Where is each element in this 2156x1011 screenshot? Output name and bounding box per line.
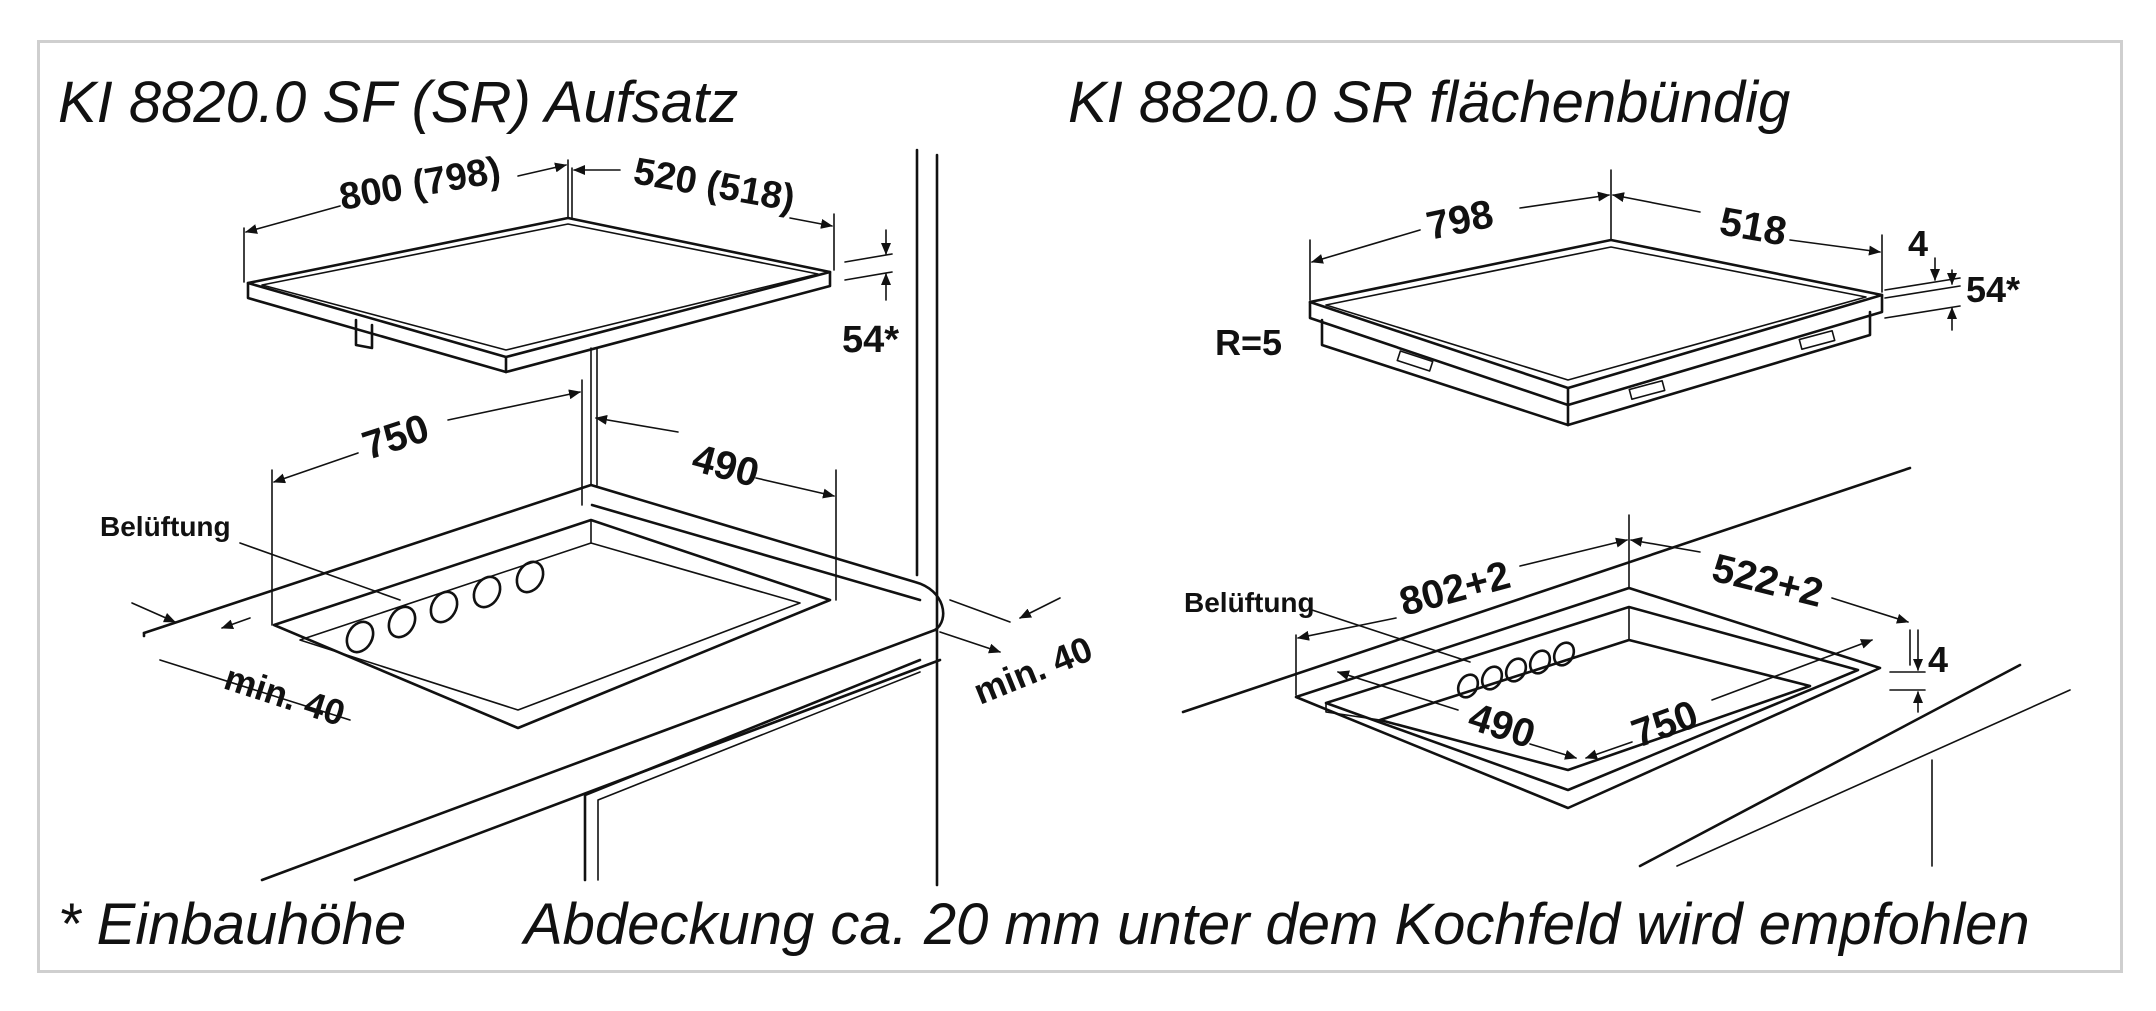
left-hob-top bbox=[246, 216, 832, 359]
right-hob-drawing bbox=[1308, 238, 1884, 427]
left-hob-depth-label: 520 (518) bbox=[630, 151, 797, 221]
diagram-frame bbox=[37, 40, 2123, 973]
left-ventilation-label: Belüftung bbox=[100, 511, 231, 542]
left-title: KI 8820.0 SF (SR) Aufsatz bbox=[58, 70, 738, 135]
right-hob-radius-label: R=5 bbox=[1215, 322, 1282, 363]
left-cutout-dimensions: 750 490 Belüftung min. 40 min. 40 bbox=[100, 379, 1098, 734]
right-cutout-depth-label: 522+2 bbox=[1708, 546, 1828, 616]
right-vent-holes bbox=[1456, 641, 1576, 699]
right-cutout-dimensions: Belüftung 802+2 522+2 4 490 750 bbox=[1184, 514, 1948, 760]
right-cutout-ledge bbox=[1324, 605, 1860, 792]
footnote-text: * Einbauhöhe bbox=[58, 892, 406, 957]
left-hob-width-label: 800 (798) bbox=[336, 149, 503, 219]
right-hob-depth-label: 518 bbox=[1716, 200, 1789, 255]
left-vent-holes bbox=[345, 560, 545, 654]
left-cutout bbox=[272, 518, 832, 730]
right-cutout-inner-width-label: 750 bbox=[1626, 692, 1704, 756]
left-cutout-depth-label: 490 bbox=[688, 436, 764, 496]
left-min-side-label: min. 40 bbox=[968, 628, 1098, 712]
right-hob-top bbox=[1308, 238, 1884, 390]
right-title: KI 8820.0 SR flächenbündig bbox=[1068, 70, 1790, 135]
left-worktop-front-edge bbox=[260, 628, 937, 882]
left-min-front-label: min. 40 bbox=[220, 657, 351, 734]
right-worktop-drawing bbox=[1181, 466, 2071, 868]
left-worktop-back-edge bbox=[142, 483, 945, 635]
right-hob-width-label: 798 bbox=[1423, 192, 1497, 249]
right-cutout-width-label: 802+2 bbox=[1395, 553, 1515, 625]
recommendation-text: Abdeckung ca. 20 mm unter dem Kochfeld w… bbox=[521, 892, 2030, 957]
right-hob-dimensions: 798 518 R=5 4 54* bbox=[1215, 169, 2020, 363]
left-hob-drawing bbox=[246, 216, 832, 374]
left-hob-height-label: 54* bbox=[842, 319, 899, 361]
left-hob-dimensions: 800 (798) 520 (518) 54* bbox=[243, 149, 899, 361]
right-ventilation-label: Belüftung bbox=[1184, 587, 1315, 618]
right-cutout-step-label: 4 bbox=[1928, 639, 1948, 680]
right-hob-height-label: 54* bbox=[1966, 269, 2020, 310]
left-hob-frame bbox=[246, 270, 832, 374]
right-worktop-back-edge bbox=[1181, 466, 1912, 714]
right-cutout-inner bbox=[1378, 638, 1812, 772]
right-cutout-inner-depth-label: 490 bbox=[1463, 695, 1540, 757]
left-cutout-width-label: 750 bbox=[357, 406, 434, 468]
left-worktop-drawing bbox=[142, 148, 945, 887]
left-hob-tab bbox=[354, 318, 374, 350]
right-hob-step-label: 4 bbox=[1908, 223, 1928, 264]
right-cutout-outer bbox=[1294, 586, 1882, 810]
left-hob-glass-edge bbox=[261, 223, 819, 351]
